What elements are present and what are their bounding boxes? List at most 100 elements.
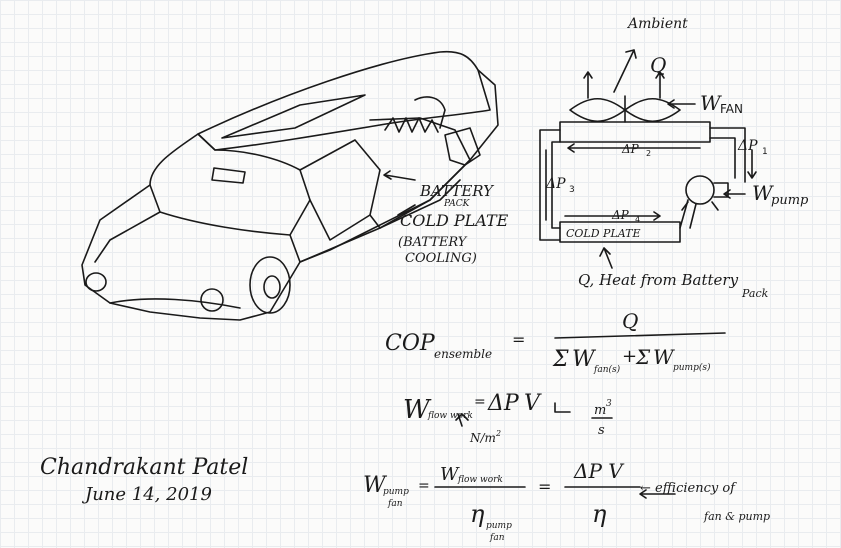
units-pressure-exp: 2 [495, 429, 501, 438]
pump-body [685, 175, 715, 205]
q-top-label: Q [650, 53, 666, 77]
car-hood-line [94, 211, 161, 263]
car-windshield [149, 133, 311, 236]
v-dot: V [524, 391, 542, 416]
heat-pack-label: Pack [741, 287, 769, 300]
wpumpfan-sub1: pump [383, 487, 409, 497]
cold-plate-box [559, 221, 681, 243]
frac2-num: W [440, 464, 460, 485]
dp3-sub: 3 [569, 185, 575, 195]
battery-sub: PACK [443, 199, 471, 209]
cop-label: COP [385, 331, 436, 356]
coldplate-arrow [397, 204, 416, 216]
units-flow-num: m [594, 403, 606, 418]
car-front-door [299, 139, 381, 241]
dp1-arrow [747, 149, 757, 179]
wpump-sub: pump [771, 193, 809, 208]
heat-arrow [613, 49, 637, 93]
dp2-sub: 2 [646, 149, 651, 158]
dp2-arrow [567, 143, 701, 153]
car-rear-opening [369, 117, 471, 229]
frac3-equals: = [538, 477, 551, 496]
plus-sign: + [622, 346, 637, 367]
wpumpfan-sub2: fan [387, 499, 403, 509]
dp4-label: ΔP [611, 208, 630, 222]
wpump-label: W [752, 181, 774, 205]
battery-label: BATTERY [419, 182, 495, 200]
efficiency-note: ← efficiency of [640, 481, 737, 496]
cop-equals: = [512, 330, 525, 349]
eta-1: η [470, 500, 485, 528]
car-roof [197, 50, 491, 151]
cooling-loop [539, 49, 757, 269]
sigma-2: Σ [635, 345, 651, 369]
dp1-label: ΔP [737, 138, 758, 154]
w-pump: W [653, 345, 675, 369]
car-sketch [81, 50, 499, 321]
flow-unit-bracket [554, 402, 571, 413]
coldplate-box-label: COLD PLATE [566, 227, 640, 240]
pump-to-plate [679, 199, 697, 229]
w-pump-sub: pump(s) [673, 362, 711, 373]
frac2-num-sub: flow work [457, 475, 503, 485]
wpump-arrow [723, 189, 746, 199]
ambient-label: Ambient [626, 16, 688, 32]
signature-date: June 14, 2019 [81, 484, 212, 505]
wfan-arrow [667, 99, 696, 109]
radiator [559, 121, 711, 143]
w-fan: W [572, 347, 597, 372]
efficiency-note-2: fan & pump [703, 510, 770, 523]
battery-arrow [383, 170, 416, 181]
car-bumper [109, 298, 241, 309]
headlight-left [85, 272, 107, 292]
car-sunroof [221, 94, 366, 139]
dp4-sub: 4 [635, 215, 640, 224]
cooling-label: COOLING) [405, 251, 477, 266]
heat-battery-label: Q, Heat from Battery [578, 271, 739, 289]
wfan-sub: FAN [720, 102, 743, 116]
car-seat [414, 96, 446, 129]
wflow-label: W [403, 395, 432, 425]
units-pressure: N/m [469, 431, 496, 445]
front-wheel [249, 256, 291, 314]
loop-outer [539, 129, 561, 241]
cop-sub: ensemble [434, 347, 492, 361]
battery-fins [384, 117, 439, 133]
pump-outlet [713, 182, 729, 198]
wpumpfan-label: W [363, 473, 388, 498]
battery-paren-label: (BATTERY [398, 235, 468, 250]
efficiency-arrow [639, 489, 676, 499]
cop-fraction-bar [554, 332, 726, 339]
eta-2: η [592, 500, 607, 528]
w-fan-sub: fan(s) [593, 364, 621, 375]
eta-1-sub2: fan [489, 533, 505, 543]
units-flow-den: s [598, 423, 605, 438]
loop-inner [551, 141, 561, 229]
signature-name: Chandrakant Patel [40, 455, 248, 480]
delta-p: ΔP [487, 391, 520, 416]
coldplate-label: COLD PLATE [400, 211, 509, 230]
loop-right-top [709, 127, 746, 183]
dp3-label: ΔP [545, 176, 566, 192]
front-hub [263, 275, 281, 299]
wflow-sub: flow work [427, 411, 473, 421]
battery-heat-arrow [599, 247, 613, 269]
battery-block [444, 127, 481, 166]
air-arrow-left [583, 71, 593, 99]
pressure-underline [455, 413, 469, 427]
eta-1-sub1: pump [486, 521, 512, 531]
equation-lines [434, 332, 726, 499]
car-front [81, 184, 301, 321]
air-arrow-right [655, 71, 665, 99]
wflow-equals: = [474, 394, 486, 410]
cop-numerator: Q [622, 309, 638, 333]
loop-right-inner [709, 137, 736, 179]
frac3-num: ΔP V [573, 459, 625, 483]
dp2-label: ΔP [621, 142, 640, 156]
frac2-equals-left: = [418, 478, 430, 494]
fan-blade [569, 98, 681, 122]
headlight-right [200, 288, 224, 312]
